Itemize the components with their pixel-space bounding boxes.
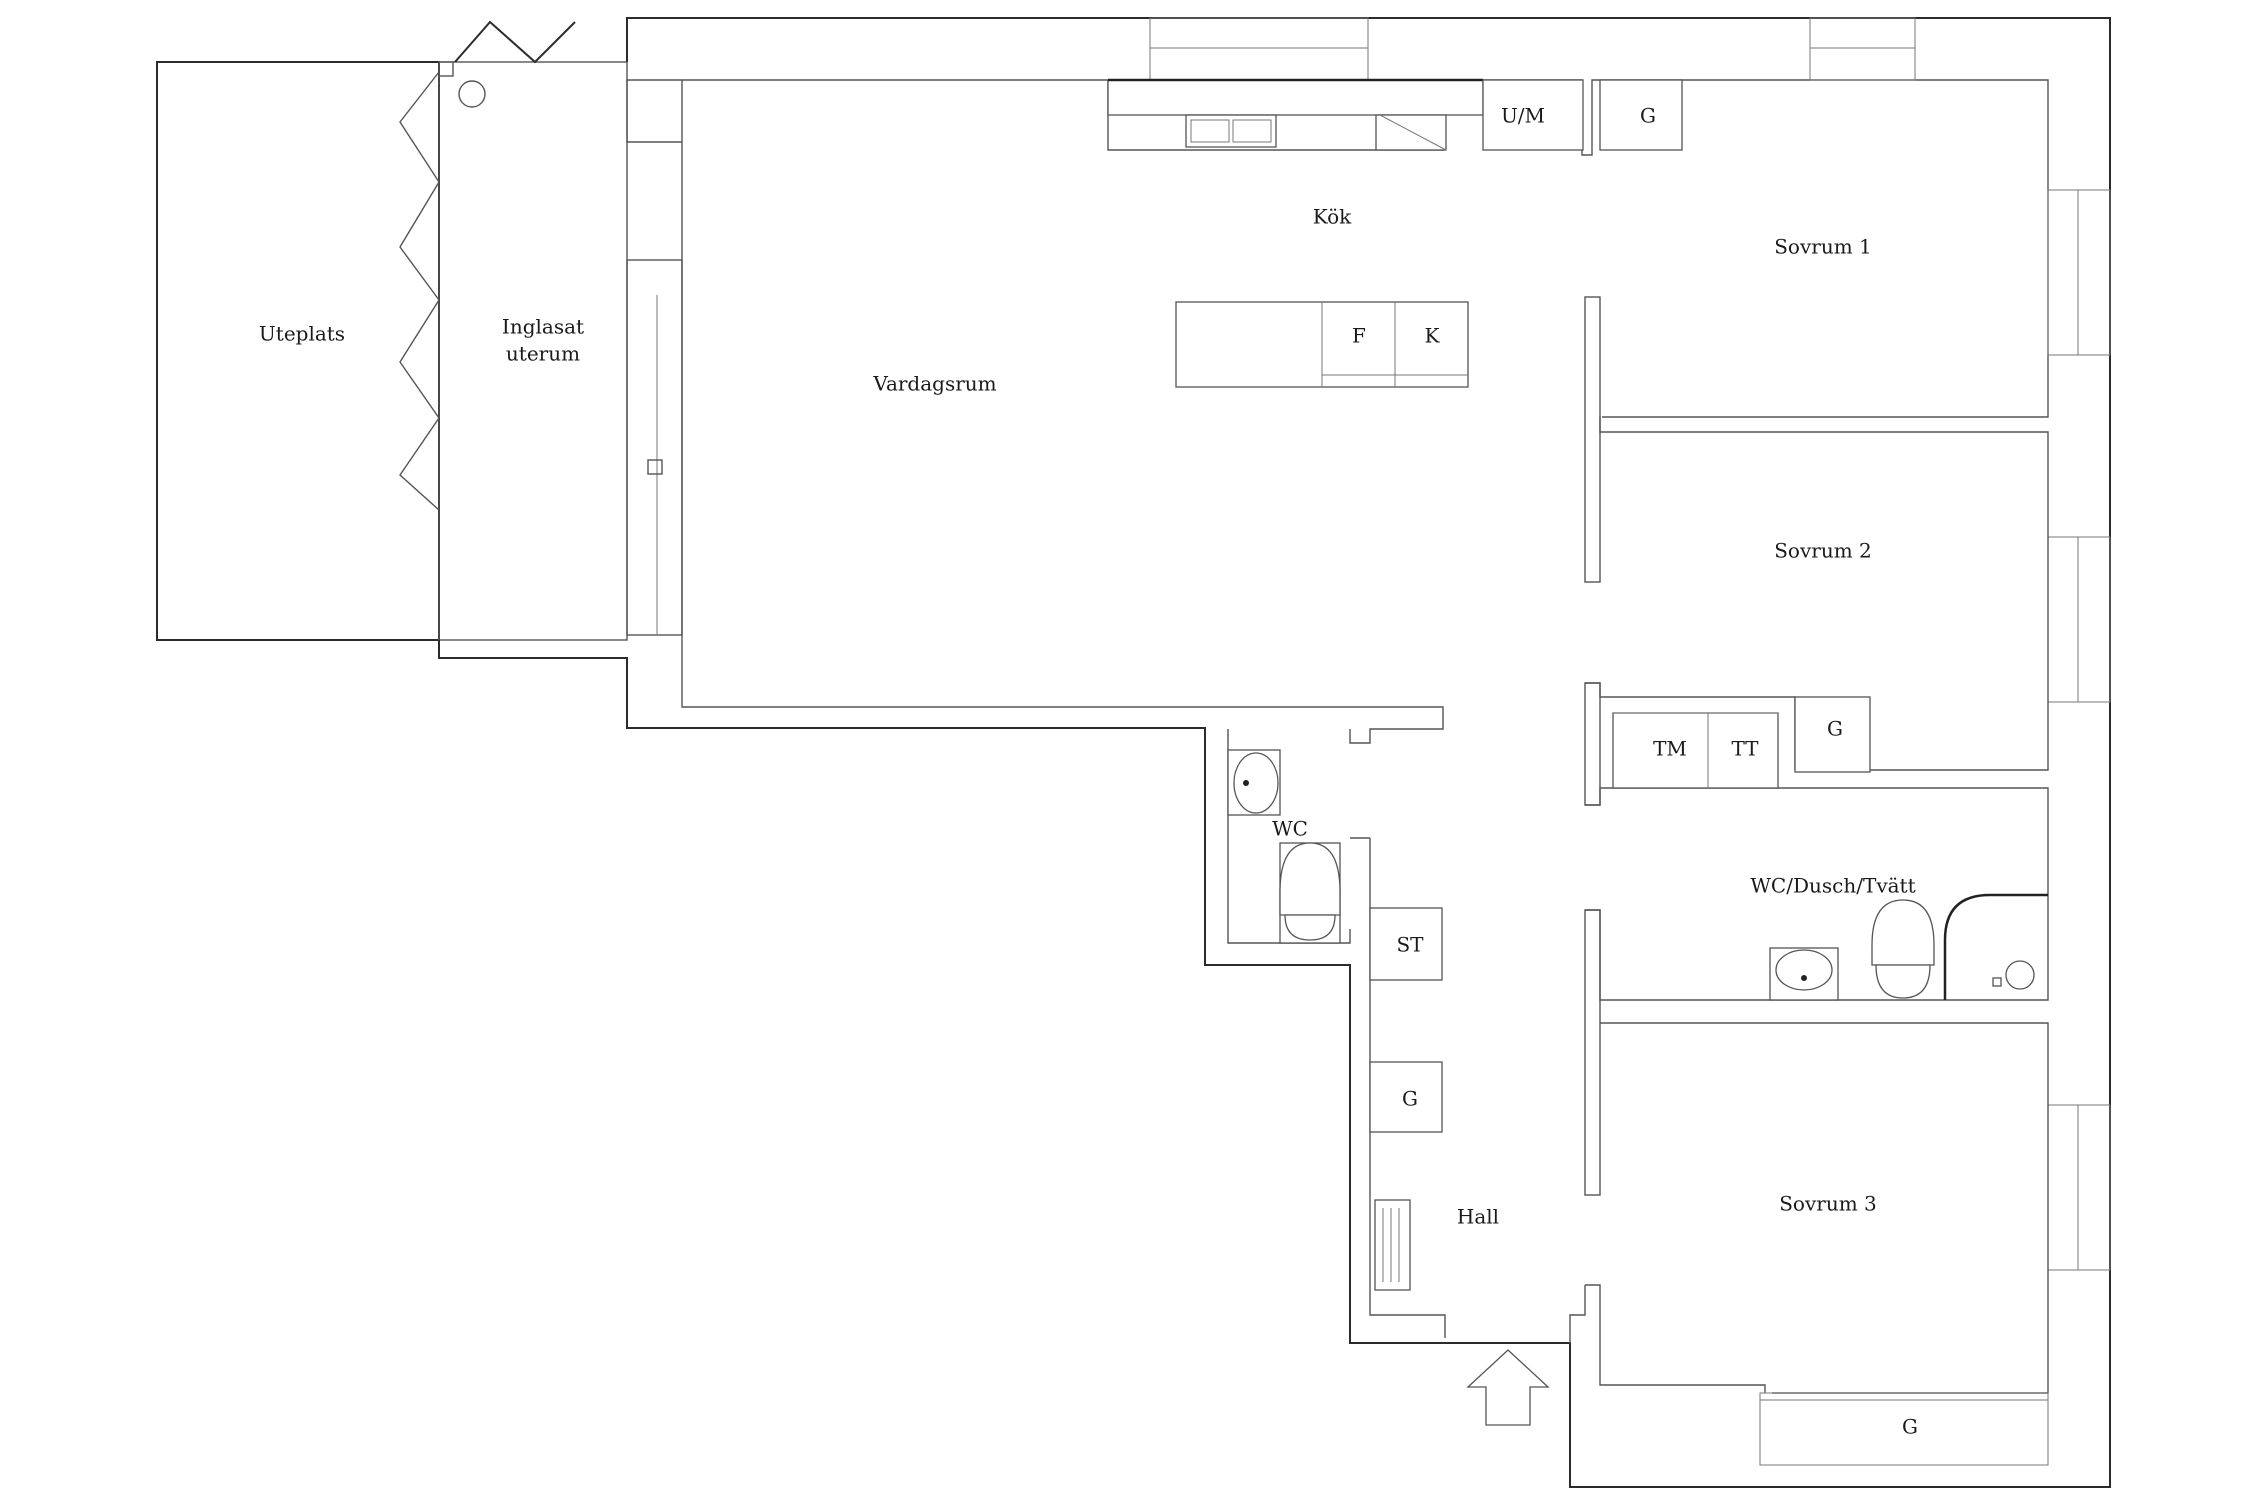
fixture-labels: U/M G F K TM TT G ST G G xyxy=(1352,104,1918,1439)
entrance-arrow-icon xyxy=(1466,1349,1550,1426)
vardagsrum-label: Vardagsrum xyxy=(872,372,996,396)
room-labels: Uteplats Inglasat uterum Vardagsrum Kök … xyxy=(259,205,1916,1229)
tt-label: TT xyxy=(1731,737,1759,761)
sovrum1-label: Sovrum 1 xyxy=(1774,235,1872,259)
um-label: U/M xyxy=(1501,104,1545,128)
wc-dusch-tvatt-label: WC/Dusch/Tvätt xyxy=(1750,874,1915,898)
g-hall-label: G xyxy=(1402,1087,1418,1111)
sovrum3-label: Sovrum 3 xyxy=(1779,1192,1877,1216)
f-label: F xyxy=(1352,324,1366,348)
kitchen-counter xyxy=(1107,78,1683,151)
g-sovrum2-label: G xyxy=(1827,717,1843,741)
inglasat-label-line1: Inglasat xyxy=(502,315,584,339)
uteplats-area xyxy=(156,61,440,641)
bathroom-fixtures xyxy=(1769,893,2048,1001)
wc-label: WC xyxy=(1272,817,1308,841)
st-label: ST xyxy=(1396,933,1424,957)
g-kitchen-label: G xyxy=(1640,104,1656,128)
k-label: K xyxy=(1425,324,1441,348)
kok-label: Kök xyxy=(1313,205,1352,229)
inglasat-label-line2: uterum xyxy=(506,342,580,366)
sovrum2-label: Sovrum 2 xyxy=(1774,539,1872,563)
inner-walls xyxy=(626,17,2111,1466)
tm-label: TM xyxy=(1653,737,1687,761)
kitchen-island xyxy=(1175,301,1469,388)
g-sovrum3-label: G xyxy=(1902,1415,1918,1439)
uteplats-label: Uteplats xyxy=(259,322,345,346)
wc-fixtures xyxy=(1227,749,1443,1291)
hall-label: Hall xyxy=(1457,1205,1499,1229)
tm-tt-cabinets xyxy=(1612,696,1871,789)
